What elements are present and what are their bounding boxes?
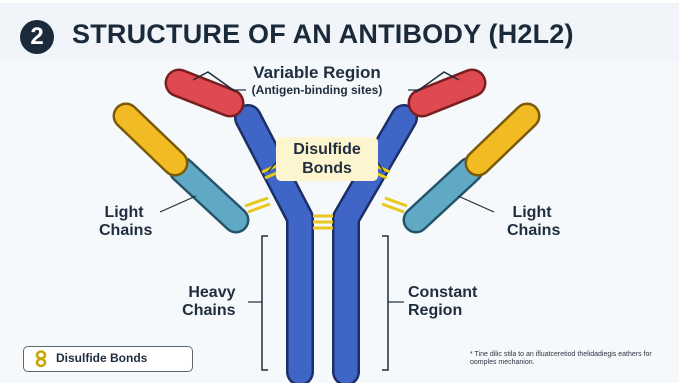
light-leader-left (160, 196, 196, 212)
legend-box: Disulfide Bonds (23, 346, 193, 372)
footnote: * Tine dilic stila to an ifluatceretiod … (470, 351, 675, 367)
heavy-chains-bracket (262, 236, 268, 370)
light-chains-left-text: Light Chains (99, 204, 149, 240)
variable-region-label: Variable Region (232, 63, 402, 82)
light-leader-right (458, 196, 494, 212)
disulfide-bond-hinge (313, 216, 333, 228)
heavy-chains-text: Heavy Chains (181, 284, 236, 320)
disulfide-bonds-label: Disulfide Bonds (276, 137, 378, 181)
disulfide-bond-light-right (382, 198, 407, 212)
disulfide-bonds-label-text: Disulfide Bonds (292, 140, 362, 178)
light-chains-right-label: Light Chains (492, 204, 572, 240)
light-chains-right-text: Light Chains (507, 204, 557, 240)
constant-region-text: Constant Region (408, 284, 483, 320)
disulfide-link-icon (34, 350, 48, 368)
antigen-binding-sites-label: (Antigen-binding sites) (222, 83, 412, 97)
heavy-chains-label: Heavy Chains (168, 284, 248, 320)
constant-region-label: Constant Region (408, 284, 498, 320)
legend-label: Disulfide Bonds (56, 351, 147, 365)
constant-region-bracket (382, 236, 388, 370)
disulfide-bond-light-left (245, 198, 270, 212)
light-chains-left-label: Light Chains (84, 204, 164, 240)
